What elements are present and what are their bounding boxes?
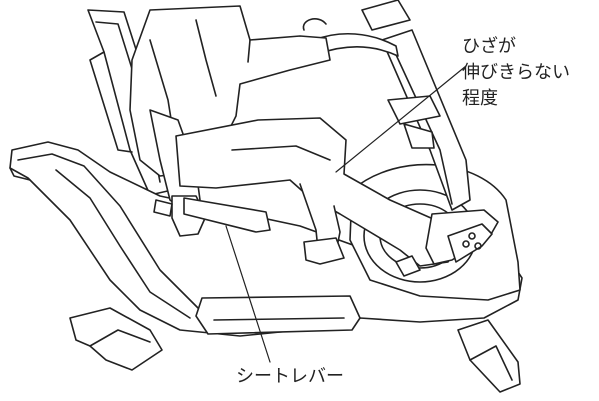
handlebar <box>302 18 399 57</box>
seat-lever <box>153 197 271 233</box>
step-plate <box>195 295 361 335</box>
front-stabilizer <box>457 319 521 393</box>
knee-callout-line-3: 程度 <box>462 88 498 109</box>
knee-callout-line-2: 伸びきらない <box>462 62 570 83</box>
knee-callout-label: ひざが 伸びきらない 程度 <box>462 34 570 112</box>
shoes-and-pedals <box>395 209 499 277</box>
knee-callout-line-1: ひざが <box>462 36 516 57</box>
rider-legs <box>175 117 459 267</box>
seat-lever-callout-label: シートレバー <box>236 366 344 387</box>
console-post <box>361 0 471 211</box>
knee-leader-line <box>335 65 467 173</box>
lever-leader-line <box>225 225 271 363</box>
rear-stabilizer <box>69 307 163 371</box>
